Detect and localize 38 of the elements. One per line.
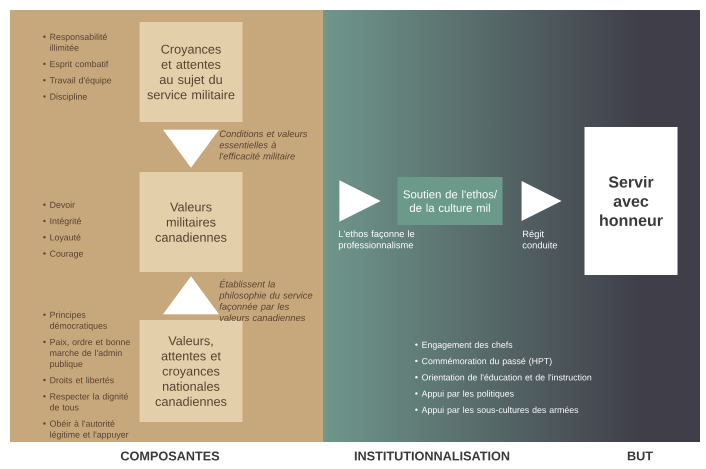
- node-label: Principes démocratiques: [50, 311, 107, 331]
- node-label: Travail d'équipe: [50, 76, 112, 86]
- column-heading: COMPOSANTES: [120, 452, 220, 460]
- edge-label: Conditions et valeurs essentielles à l'efficacité militaire: [219, 130, 308, 160]
- text-box: Valeurs, attentes et croyances nationales canadiennes: [140, 320, 242, 422]
- node-label: Droits et libertés: [50, 376, 114, 384]
- node-label: Loyauté: [50, 234, 81, 242]
- label: Orientation de l'éducation et de l'instruction: [422, 374, 592, 380]
- node-label: Intégrité: [50, 218, 82, 226]
- label: Commémoration du passé (HPT): [422, 358, 552, 366]
- bullet-list: Principes démocratiques Paix, ordre et bonne marche de l'admin publique Droits et libertés Respecter la dignité de tous Obéir à l'autorité légitime et l'appuyer: [43, 312, 130, 440]
- triangle-arrow: [163, 130, 219, 168]
- bullet-list: Devoir Intégrité Loyauté Courage: [43, 202, 83, 258]
- column-heading: INSTITUTIONNALISATION: [354, 452, 510, 460]
- label: Engagement des chefs: [422, 341, 512, 350]
- node-label: Courage: [50, 250, 83, 258]
- goal-box: Servir avec honneur: [584, 127, 678, 275]
- node-label: Esprit combatif: [50, 60, 108, 69]
- column-heading: BUT: [628, 452, 653, 460]
- node-label: Paix, ordre et bonne marche de l'admin publique: [50, 338, 130, 369]
- triangle-arrow: [339, 180, 381, 222]
- bullet-list: Engagement des chefs Commémoration du passé (HPT) Orientation de l'éducation et de l'instruction Appui par les politiques Appui par les sous-cultures des armées: [415, 342, 592, 415]
- node-label: Discipline: [50, 93, 87, 102]
- triangle-arrow: [163, 276, 219, 314]
- edge-label: Régit conduite: [522, 230, 558, 248]
- edge-label: Établissent la philosophie du service façonnée par les valeurs canadiennes: [219, 279, 312, 322]
- label: Appui par les sous-cultures des armées: [422, 406, 578, 415]
- text-box: Valeurs militaires canadiennes: [140, 172, 242, 272]
- label: Appui par les politiques: [422, 390, 514, 398]
- text-box: Soutien de l'ethos/ de la culture mil: [398, 177, 502, 225]
- node-label: Devoir: [50, 201, 75, 208]
- edge-label: L'ethos façonne le professionnalisme: [338, 230, 414, 250]
- triangle-arrow: [522, 181, 562, 221]
- node-label: Responsabilité illimitée: [50, 33, 107, 51]
- text-box: Croyances et attentes au sujet du service militaire: [140, 22, 242, 122]
- node-label: Obéir à l'autorité légitime et l'appuyer: [50, 420, 128, 440]
- bullet-list: Responsabilité illimitée Esprit combatif Travail d'équipe Discipline: [43, 33, 112, 102]
- node-label: Respecter la dignité de tous: [50, 392, 128, 410]
